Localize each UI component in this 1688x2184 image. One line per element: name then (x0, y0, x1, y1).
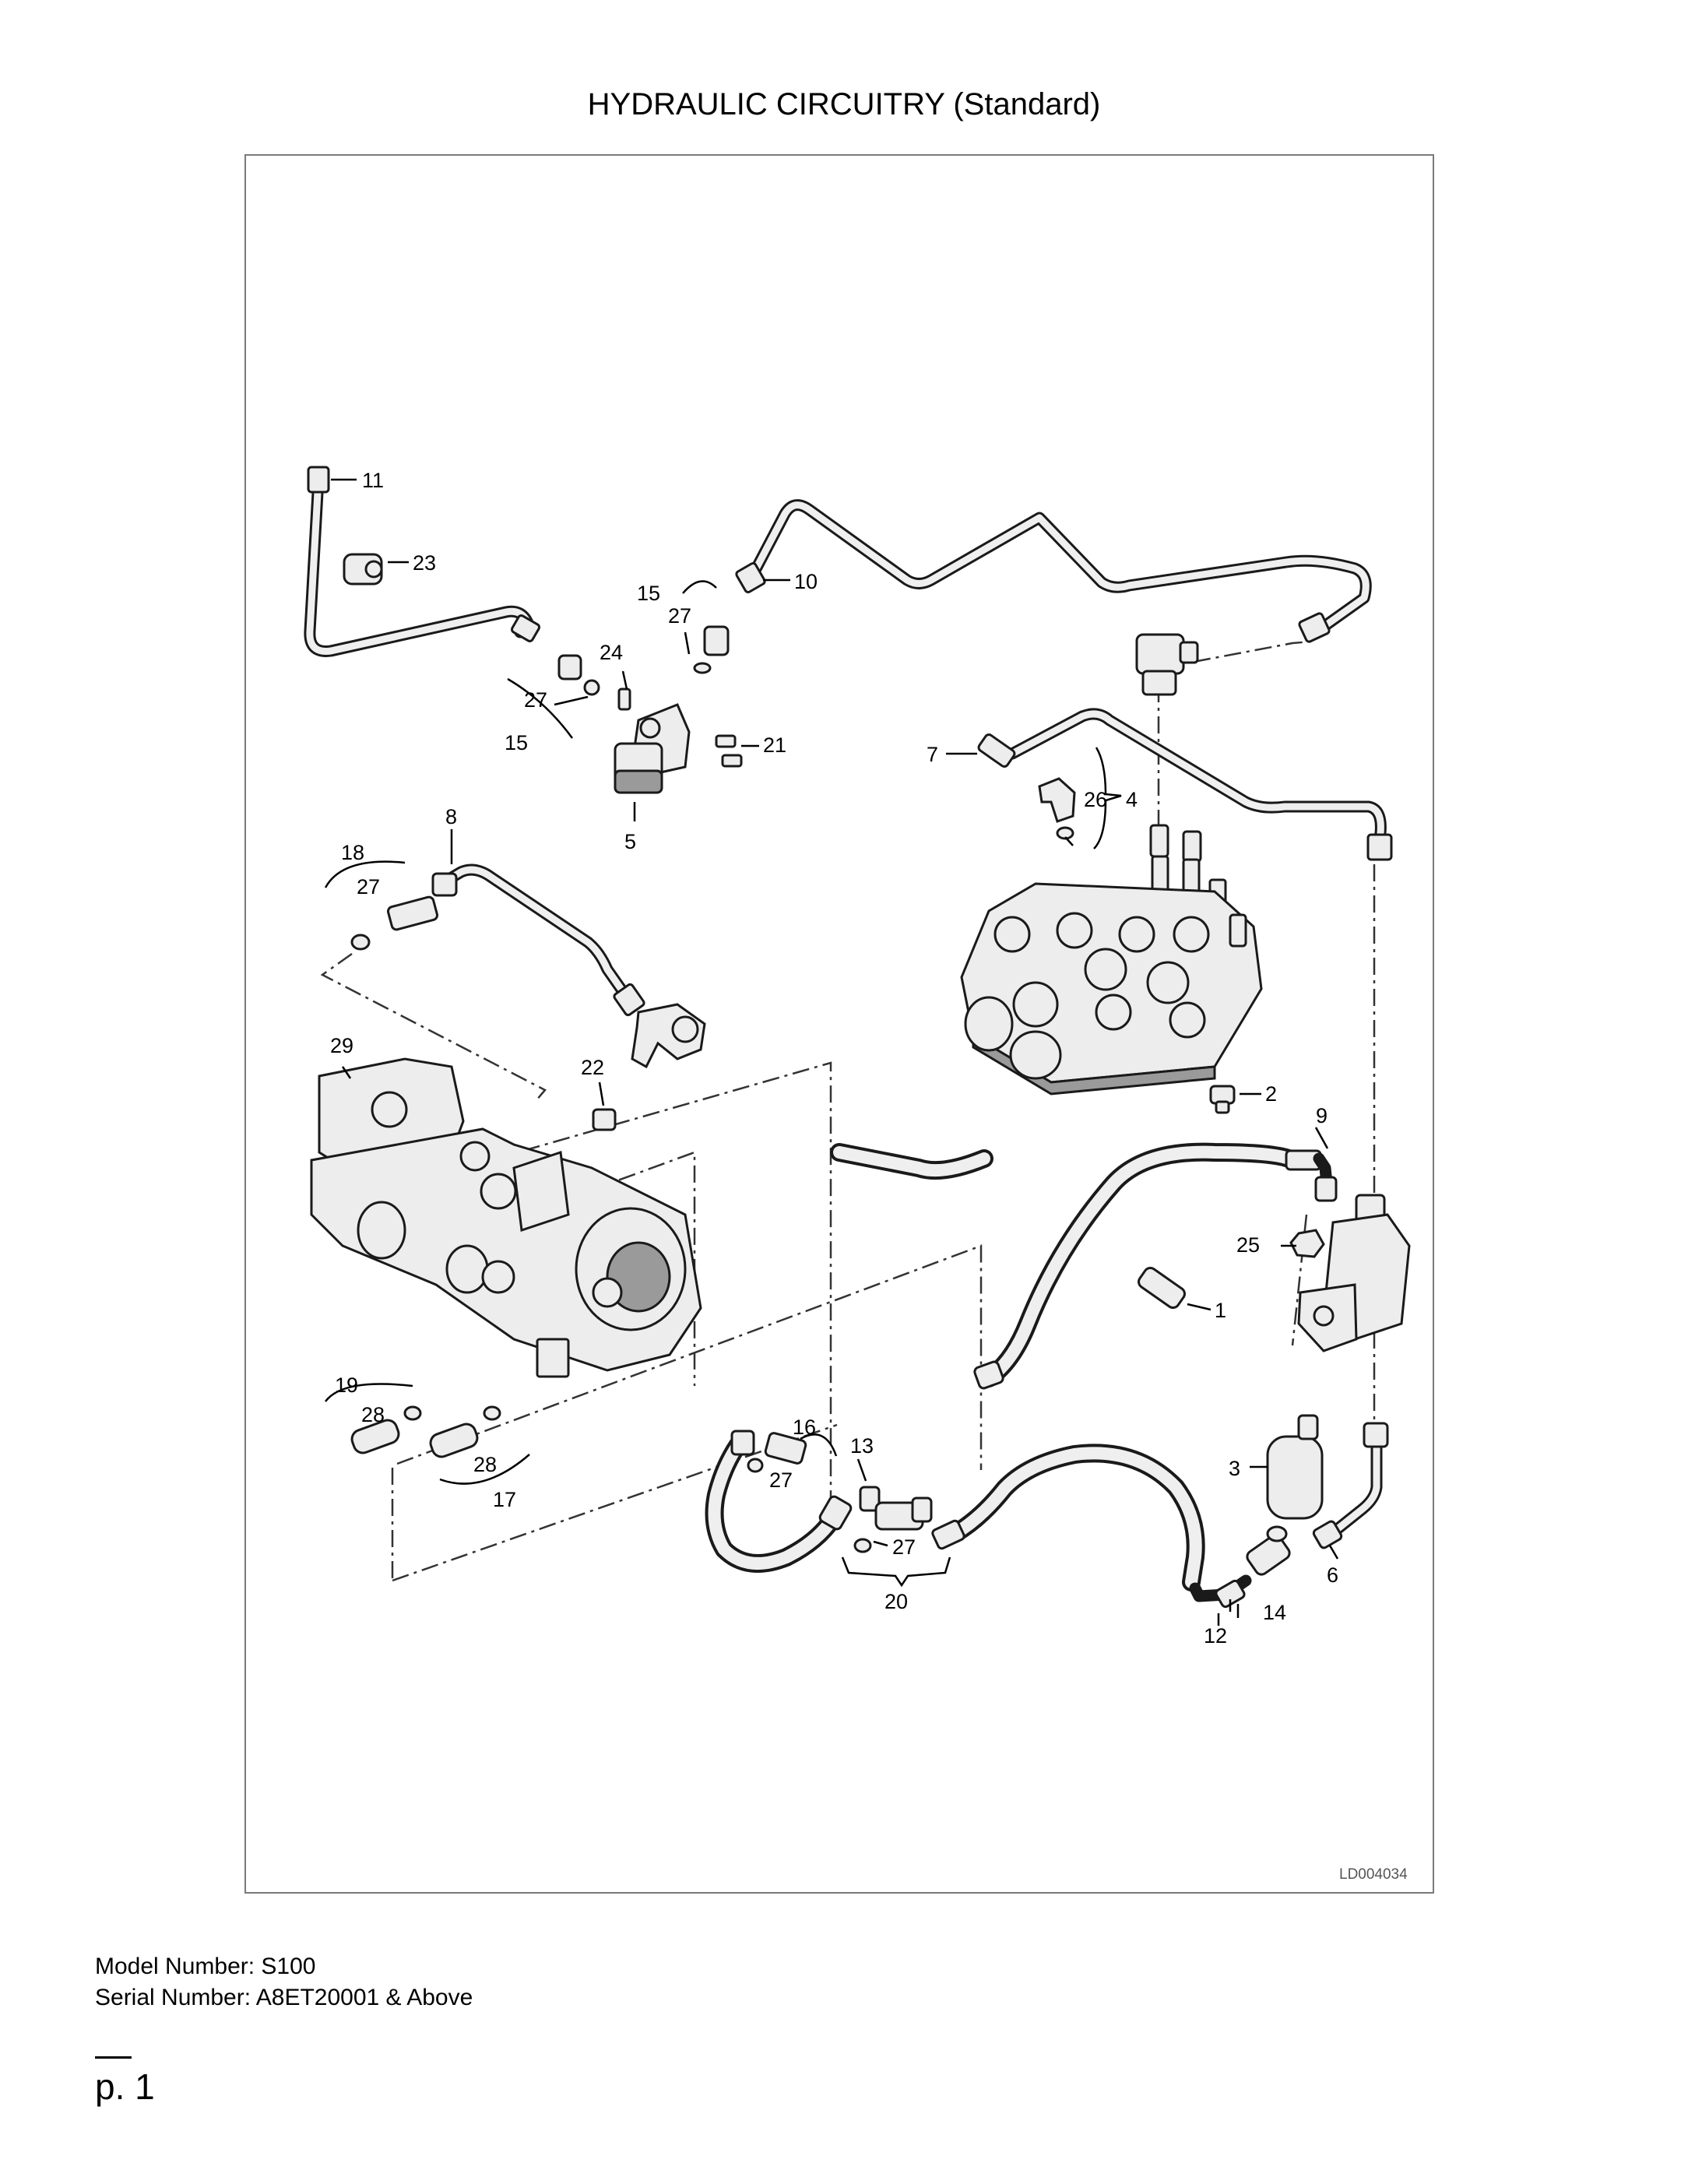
elbow-fitting-8 (631, 1003, 706, 1069)
callout-22: 22 (581, 1056, 604, 1079)
fitting-15b (703, 625, 730, 656)
solenoid-valve-5 (557, 625, 743, 794)
oring-27d (747, 1458, 764, 1473)
fittings-19-17 (350, 1405, 501, 1458)
pump-assembly-29 (310, 1057, 702, 1378)
callout-15-top: 15 (637, 582, 660, 605)
pipe-10 (735, 499, 1372, 643)
callout-28-left: 28 (361, 1403, 385, 1426)
pipe-6 (1312, 1422, 1389, 1549)
braces (324, 580, 1122, 1588)
callout-18: 18 (341, 841, 364, 864)
callout-19: 19 (335, 1373, 358, 1397)
callout-6: 6 (1327, 1563, 1338, 1587)
oring-26 (1056, 826, 1074, 840)
fitting-1 (1138, 1266, 1186, 1310)
callout-17: 17 (493, 1488, 516, 1511)
hose-16 (705, 1430, 853, 1573)
callout-5: 5 (624, 830, 636, 853)
bolt-21a (715, 734, 737, 748)
hose-12 (931, 1444, 1252, 1609)
model-number: Model Number: S100 (95, 1954, 316, 1979)
callout-13: 13 (850, 1434, 874, 1458)
callout-14: 14 (1263, 1601, 1286, 1624)
pipe-11-fitting (307, 466, 330, 494)
pipe-8 (431, 863, 645, 1017)
callout-27-top: 27 (668, 604, 691, 628)
hose-9 (830, 1142, 1338, 1390)
callout-9: 9 (1316, 1104, 1328, 1127)
callout-12: 12 (1204, 1624, 1227, 1648)
tee-fitting-14 (1246, 1525, 1291, 1576)
fitting-16 (747, 1432, 807, 1473)
page-title: HYDRAULIC CIRCUITRY (Standard) (587, 87, 1101, 121)
callout-20: 20 (884, 1590, 908, 1613)
page-number: p. 1 (95, 2066, 155, 2107)
callout-27-left: 27 (524, 688, 547, 712)
callout-26: 26 (1084, 788, 1107, 811)
callout-7: 7 (927, 743, 938, 766)
oring-27e (853, 1538, 872, 1553)
oring-27a (583, 679, 600, 696)
oring-28a (403, 1405, 422, 1421)
callout-27-16: 27 (769, 1468, 793, 1492)
callout-23: 23 (413, 551, 436, 575)
oring-28b (483, 1405, 501, 1421)
callout-10: 10 (794, 570, 818, 593)
plug-24 (617, 688, 631, 711)
fitting-15a (557, 654, 582, 681)
relief-valve (1297, 1194, 1411, 1352)
plug-22 (592, 1108, 617, 1131)
callout-29: 29 (330, 1034, 353, 1057)
callout-8: 8 (445, 805, 457, 828)
bolt-21b (721, 754, 743, 768)
leader-lines (331, 478, 1339, 1626)
callout-labels: 11 23 10 15 27 24 27 15 21 5 7 26 4 8 18… (330, 469, 1338, 1648)
nut-25 (1289, 1229, 1325, 1258)
drawing-code: LD004034 (1339, 1866, 1408, 1883)
callout-27-18: 27 (357, 875, 380, 899)
serial-number: Serial Number: A8ET20001 & Above (95, 1985, 473, 2010)
callout-3: 3 (1229, 1457, 1240, 1480)
filter-3 (1266, 1414, 1324, 1520)
oring-27b (693, 662, 712, 674)
elbow-fitting-4 (1038, 777, 1076, 840)
plug-2 (1209, 1085, 1236, 1114)
callout-28-right: 28 (473, 1453, 497, 1476)
callout-11: 11 (362, 469, 384, 492)
callout-15-bottom: 15 (505, 731, 528, 754)
pressure-switch (1135, 633, 1199, 696)
callout-27-20: 27 (892, 1535, 916, 1559)
fitting-18 (350, 895, 439, 951)
callout-16: 16 (793, 1416, 816, 1439)
callout-1: 1 (1215, 1299, 1226, 1322)
pipe-7 (977, 708, 1393, 861)
page-number-rule (95, 2056, 132, 2059)
callout-24: 24 (600, 641, 623, 664)
diagram-frame (244, 154, 1434, 1894)
callout-25: 25 (1236, 1233, 1260, 1257)
callout-4: 4 (1126, 788, 1138, 811)
callout-21: 21 (763, 733, 786, 757)
clamp-23 (343, 553, 383, 586)
control-valve (960, 824, 1263, 1096)
model-info: Model Number: S100 Serial Number: A8ET20… (95, 1951, 473, 2013)
oring-27c (350, 934, 371, 951)
pipe-11 (304, 466, 541, 657)
callout-2: 2 (1265, 1082, 1277, 1106)
tee-fitting-13 (853, 1486, 933, 1553)
